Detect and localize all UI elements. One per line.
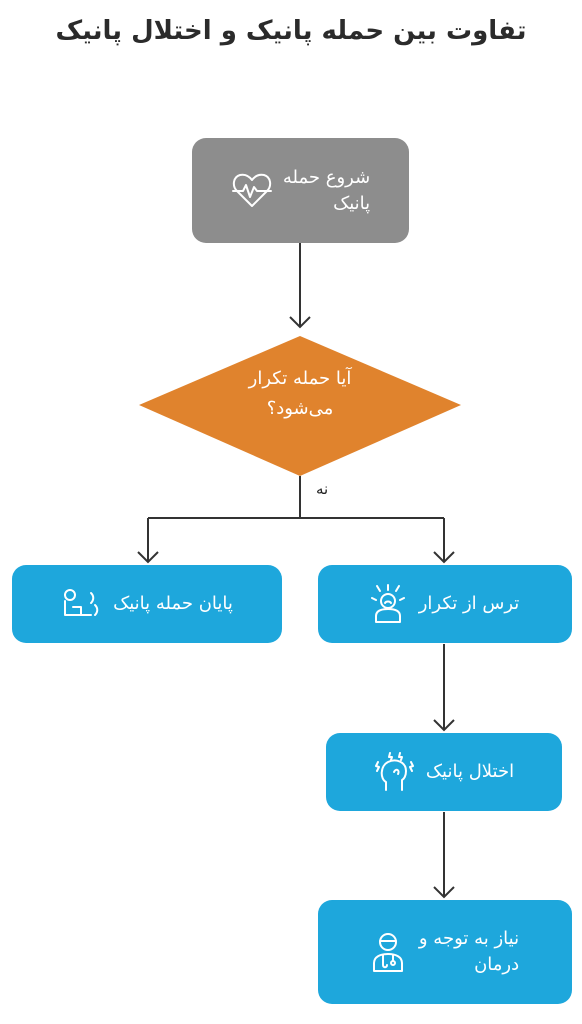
disorder-node-label: اختلال پانیک (425, 761, 515, 782)
edge-label-no: نه (316, 480, 329, 498)
disorder-node: اختلال پانیک (326, 733, 562, 811)
arrowhead-treatment (433, 886, 455, 899)
arrowhead-end (137, 551, 159, 564)
treatment-node: نیاز به توجه و درمان (318, 900, 572, 1004)
end-node: پایان حمله پانیک (12, 565, 282, 643)
end-node-label: پایان حمله پانیک (113, 593, 233, 614)
doctor-icon (371, 931, 405, 973)
start-node: شروع حمله پانیک (192, 138, 409, 243)
start-line1: شروع حمله (282, 166, 371, 188)
decision-text: آیا حمله تکرار می‌شود؟ (200, 364, 400, 424)
stressed-head-icon (374, 752, 414, 792)
decision-line1: آیا حمله تکرار (248, 368, 352, 389)
decision-line2: می‌شود؟ (266, 398, 334, 419)
diagram-title: تفاوت بین حمله پانیک و اختلال پانیک (55, 16, 527, 46)
arrowhead-fear (433, 551, 455, 564)
relaxed-person-icon (61, 587, 101, 621)
start-node-text: شروع حمله پانیک (283, 165, 370, 217)
treatment-line2: درمان (474, 954, 520, 975)
fear-node-label: ترس از تکرار (418, 593, 520, 614)
heartbeat-icon (231, 171, 273, 211)
fear-node: ترس از تکرار (318, 565, 572, 643)
treatment-line1: نیاز به توجه و (418, 928, 520, 949)
start-line2: پانیک (333, 192, 371, 214)
treatment-node-text: نیاز به توجه و درمان (419, 926, 519, 978)
arrowhead-decision (289, 316, 311, 329)
decision-diamond (139, 336, 461, 476)
anxious-person-icon (370, 584, 405, 624)
arrowhead-disorder (433, 719, 455, 732)
